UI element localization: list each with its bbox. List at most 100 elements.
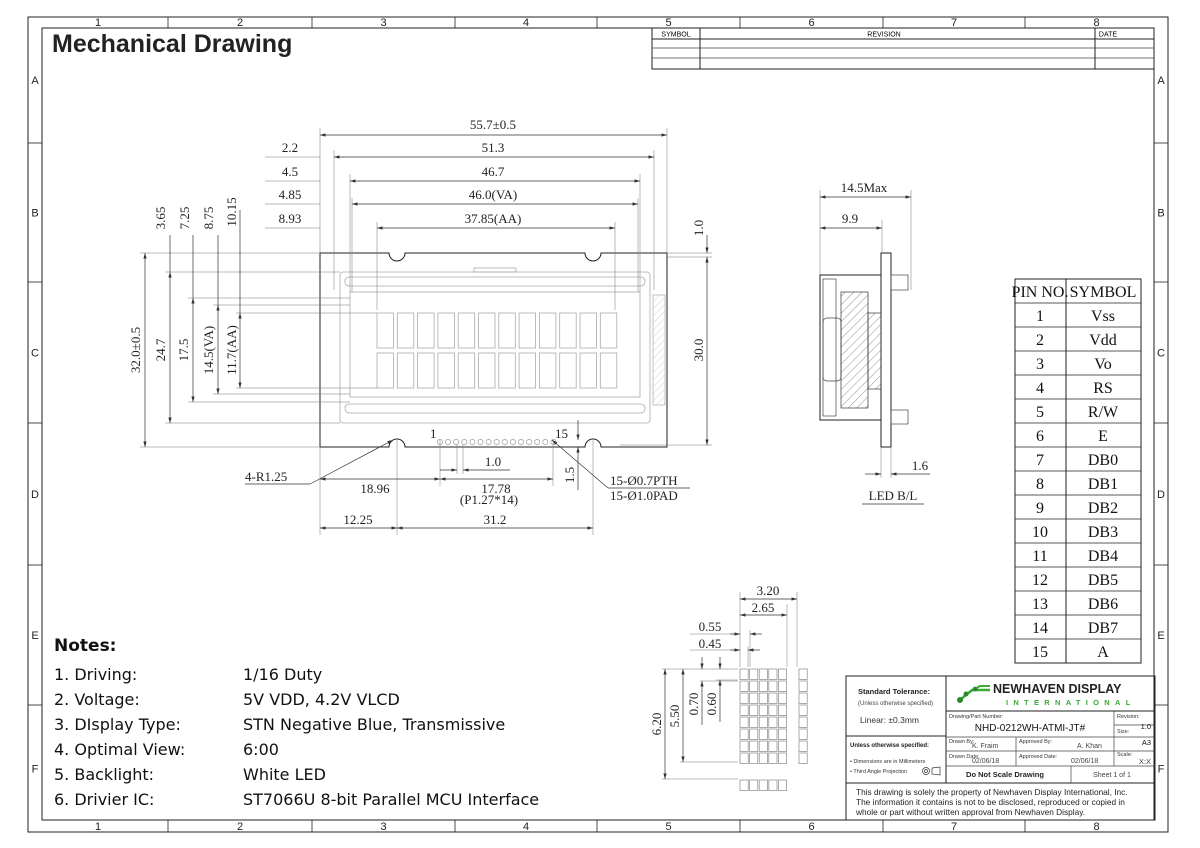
- pixel-dot: [739, 704, 749, 716]
- grid-column-label: 8: [1093, 17, 1099, 29]
- side-view: 14.5Max 9.9 1.6 LED B/L: [819, 180, 930, 505]
- note-value: 6:00: [243, 740, 279, 759]
- pin-symbol: DB0: [1088, 452, 1118, 469]
- linear-tolerance: Linear: ±0.3mm: [860, 715, 919, 725]
- pin-pad: [461, 439, 468, 445]
- grid-column-label: 3: [380, 821, 386, 833]
- pixel-dot: [768, 728, 778, 740]
- pixel-dot: [778, 680, 787, 692]
- character-cell: [457, 352, 476, 389]
- pin-pad: [534, 439, 541, 445]
- scale-label: Scale:: [1117, 752, 1133, 758]
- pin-pad: [509, 439, 516, 445]
- pixel-dot: [758, 752, 768, 764]
- sheet-label: Sheet 1 of 1: [1093, 772, 1131, 779]
- revision-header: REVISION: [867, 32, 900, 39]
- pin-pad: [542, 439, 549, 445]
- grid-column-label: 4: [523, 17, 529, 29]
- pin-number: 11: [1032, 548, 1047, 565]
- grid-row-label: C: [31, 348, 39, 360]
- note-label: 4. Optimal View:: [54, 740, 186, 759]
- pixel-dot: [798, 692, 808, 704]
- pixel-dot: [768, 692, 778, 704]
- disclaimer-line-3: whole or part without written approval f…: [855, 807, 1085, 817]
- pin-pad: [453, 439, 460, 445]
- pixel-dot: [758, 716, 768, 728]
- dim-side-1-6: 1.6: [912, 458, 929, 473]
- disclaimer-line-1: This drawing is solely the property of N…: [856, 787, 1128, 797]
- newhaven-logo-icon: [957, 685, 990, 703]
- pixel-dot: [798, 740, 808, 752]
- pin-number: 7: [1036, 452, 1044, 469]
- dim-active-area-height: 11.7(AA): [224, 325, 239, 375]
- character-cell: [437, 352, 455, 389]
- dim-pixel-0-70: 0.70: [686, 693, 701, 716]
- pixel-dot: [749, 779, 759, 791]
- approved-by: A. Khan: [1077, 743, 1102, 750]
- pin-symbol: Vo: [1094, 356, 1112, 373]
- dim-12-25: 12.25: [343, 512, 372, 527]
- revision-value: 1.0: [1141, 722, 1151, 731]
- pixel-dot: [778, 704, 787, 716]
- pixel-dot: [798, 716, 808, 728]
- pin-pad: [493, 439, 500, 445]
- note-item: 5. Backlight:White LED: [54, 762, 539, 787]
- note-label: 6. Drivier IC:: [54, 790, 155, 809]
- pixel-dot: [768, 716, 778, 728]
- dim-overall-height: 32.0±0.5: [128, 327, 143, 373]
- pin-pad: [445, 439, 452, 445]
- grid-column-label: 1: [95, 17, 101, 29]
- led-bl-label: LED B/L: [869, 488, 918, 503]
- pixel-dot: [768, 680, 778, 692]
- character-cell: [579, 352, 597, 389]
- pixel-dot: [778, 692, 787, 704]
- revision-label: Revision:: [1117, 714, 1140, 720]
- pixel-dot: [758, 692, 768, 704]
- pin-no-header: PIN NO.: [1012, 284, 1069, 301]
- pixel-dot: [798, 752, 808, 764]
- pixel-dot: [798, 680, 808, 692]
- character-cell: [498, 312, 516, 349]
- grid-column-label: 2: [237, 17, 243, 29]
- pin-symbol: DB2: [1088, 500, 1118, 517]
- grid-column-label: 5: [665, 821, 671, 833]
- dim-pixel-5-50: 5.50: [667, 705, 682, 728]
- note-label: 1. Driving:: [54, 665, 138, 684]
- pixel-dot: [749, 716, 759, 728]
- pixel-dot: [758, 704, 768, 716]
- revision-symbol-header: SYMBOL: [661, 32, 690, 39]
- grid-row-label: A: [1157, 75, 1165, 87]
- pixel-dot: [739, 668, 749, 680]
- pin-symbol: A: [1097, 644, 1109, 661]
- pixel-dot: [758, 740, 768, 752]
- grid-column-label: 7: [951, 821, 957, 833]
- pixel-dot: [739, 692, 749, 704]
- pin-pad: [485, 439, 492, 445]
- third-angle-projection-icon: [922, 766, 941, 776]
- pixel-dot: [778, 779, 787, 791]
- pixel-dot: [778, 740, 787, 752]
- pin-symbol: RS: [1093, 380, 1113, 397]
- grid-row-label: B: [1157, 208, 1164, 220]
- dim-8-93: 8.93: [279, 211, 302, 226]
- character-cell: [559, 312, 577, 349]
- dim-1-0-top: 1.0: [691, 220, 706, 236]
- pixel-detail: 3.20 2.65 0.55 0.45 6.20 5.50 0.70 0.60: [649, 583, 808, 791]
- pixel-dot: [768, 752, 778, 764]
- pixel-dot: [758, 728, 768, 740]
- dim-4-85: 4.85: [279, 187, 302, 202]
- pixel-dot: [749, 668, 759, 680]
- grid-row-label: B: [31, 208, 38, 220]
- grid-column-label: 6: [808, 17, 814, 29]
- dim-10-15: 10.15: [224, 197, 239, 226]
- character-cell: [396, 312, 415, 349]
- pixel-dot: [739, 740, 749, 752]
- pin-symbol: E: [1098, 428, 1108, 445]
- pin-number: 12: [1032, 572, 1048, 589]
- dim-8-75: 8.75: [201, 207, 216, 230]
- pixel-dot: [749, 704, 759, 716]
- dim-17-78: 17.78: [481, 481, 510, 496]
